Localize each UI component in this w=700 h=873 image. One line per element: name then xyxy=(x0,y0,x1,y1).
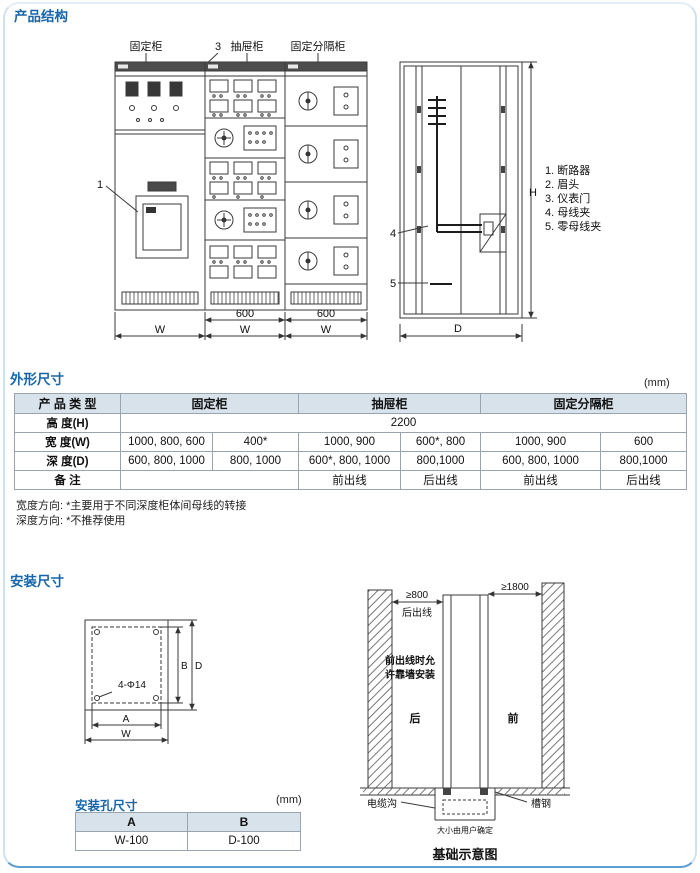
mounting-plan xyxy=(84,619,197,744)
drawer-cabinet-label: 抽屉柜 xyxy=(231,39,264,53)
dim-w-outer: W xyxy=(121,729,131,740)
table-row-height: 高 度(H) 2200 xyxy=(14,413,688,433)
busbar-assembly xyxy=(428,96,482,285)
hole-table-header-row: A B xyxy=(75,812,301,832)
note-width-direction: 宽度方向: *主要用于不同深度柜体间母线的转接 xyxy=(16,500,247,512)
cell-remark-empty xyxy=(119,470,300,490)
table-row-remark: 备 注 前出线 后出线 前出线 后出线 xyxy=(14,470,688,490)
pit-size-note: 大小由用户确定 xyxy=(437,825,493,835)
side-dimensions xyxy=(399,61,537,342)
wall-note-line1: 前出线时允 xyxy=(385,654,435,667)
row-label-remark: 备 注 xyxy=(14,470,121,490)
mounting-hole-table: A B W-100 D-100 xyxy=(75,812,301,851)
cell: 1000, 800, 600 xyxy=(120,432,213,452)
legend-item-3: 3. 仪表门 xyxy=(545,191,590,205)
foundation-diagram: ≥800 ≥1800 后出线 前出线时允 许靠墙安装 后 前 电缆沟 槽钢 大小… xyxy=(360,582,570,862)
legend-item-1: 1. 断路器 xyxy=(545,163,590,177)
cell: 600*, 800, 1000 xyxy=(298,451,402,471)
cell: 后出线 xyxy=(400,470,482,490)
cell: 400* xyxy=(211,432,300,452)
section-title-install: 安装尺寸 xyxy=(10,574,64,589)
cell: 600, 800, 1000 xyxy=(480,451,602,471)
dim-a: A xyxy=(123,714,130,725)
dim-w-fixed: W xyxy=(155,324,166,336)
section-title-structure: 产品结构 xyxy=(14,9,68,24)
row-label-width: 宽 度(W) xyxy=(14,432,121,452)
callout-5: 5 xyxy=(390,278,396,290)
dim-600-drawer: 600 xyxy=(236,308,254,320)
cell: 600 xyxy=(600,432,688,452)
side-callout-leaders xyxy=(397,225,429,284)
table-row-depth: 深 度(D) 600, 800, 1000 800, 1000 600*, 80… xyxy=(14,451,688,471)
callout-1-leader xyxy=(105,185,139,213)
cell: 后出线 xyxy=(600,470,688,490)
note-depth-direction: 深度方向: *不推荐使用 xyxy=(16,515,126,527)
channel-steel-label: 槽钢 xyxy=(531,797,551,810)
front-dimensions xyxy=(114,312,368,340)
section-title-outline: 外形尺寸 xyxy=(10,372,64,387)
hole-val-b: D-100 xyxy=(187,831,301,851)
table-notes: 宽度方向: *主要用于不同深度柜体间母线的转接 深度方向: *不推荐使用 xyxy=(16,499,246,529)
cell-height-value: 2200 xyxy=(119,413,688,433)
fixed-cabinet-front xyxy=(114,61,206,311)
cell: 前出线 xyxy=(298,470,402,490)
table-header-row: 产 品 类 型 固定柜 抽屉柜 固定分隔柜 xyxy=(14,393,688,414)
row-label-depth: 深 度(D) xyxy=(14,451,121,471)
dim-d-outer: D xyxy=(195,661,202,672)
cabinet-side-view xyxy=(399,61,523,319)
dim-w-partition: W xyxy=(321,324,332,336)
header-product-type: 产 品 类 型 xyxy=(14,393,121,414)
cell: 600*, 800 xyxy=(400,432,482,452)
cell: 800,1000 xyxy=(400,451,482,471)
callout-4: 4 xyxy=(390,228,396,240)
legend-item-5: 5. 零母线夹 xyxy=(545,219,601,233)
legend-item-2: 2. 眉头 xyxy=(545,178,579,191)
cell: 1000, 900 xyxy=(480,432,602,452)
callout-3: 3 xyxy=(215,41,221,53)
legend-item-4: 4. 母线夹 xyxy=(545,205,590,219)
mounting-hole-diagram: 4-Φ14 B D A W xyxy=(84,619,202,744)
cell: 800, 1000 xyxy=(211,451,300,471)
foundation-caption: 基础示意图 xyxy=(431,847,497,862)
callout-1: 1 xyxy=(97,179,103,191)
outline-dimension-table: 产 品 类 型 固定柜 抽屉柜 固定分隔柜 高 度(H) 2200 宽 度(W)… xyxy=(14,393,688,490)
foundation-section xyxy=(360,582,570,821)
dim-d: D xyxy=(454,323,462,335)
hole-table-title: 安装孔尺寸 xyxy=(75,799,138,813)
row-label-height: 高 度(H) xyxy=(14,413,121,433)
cell: 600, 800, 1000 xyxy=(120,451,213,471)
dim-h: H xyxy=(529,187,537,199)
hole-val-a: W-100 xyxy=(75,831,188,851)
partition-cabinet-front xyxy=(284,61,368,311)
cell: 800,1000 xyxy=(600,451,688,471)
table-row-width: 宽 度(W) 1000, 800, 600 400* 1000, 900 600… xyxy=(14,432,688,452)
cable-trench-label: 电缆沟 xyxy=(367,797,397,810)
back-label: 后 xyxy=(410,711,421,725)
cell: 1000, 900 xyxy=(298,432,402,452)
header-drawer-cabinet: 抽屉柜 xyxy=(298,393,482,414)
dim-w-drawer: W xyxy=(240,324,251,336)
dim-b: B xyxy=(181,661,188,672)
front-label: 前 xyxy=(508,711,519,725)
outline-unit-label: (mm) xyxy=(644,377,670,389)
header-partition-cabinet: 固定分隔柜 xyxy=(480,393,688,414)
drawer-cabinet-front xyxy=(204,61,286,311)
dim-min-1800: ≥1800 xyxy=(501,582,529,593)
hole-col-b: B xyxy=(187,812,301,832)
hole-table-unit: (mm) xyxy=(276,794,302,806)
back-outlet-label: 后出线 xyxy=(402,606,432,619)
structure-diagram: 固定柜 3 抽屉柜 固定分隔柜 1 4 5 W 600 600 W W H D … xyxy=(97,39,601,342)
header-fixed-cabinet: 固定柜 xyxy=(119,393,300,414)
partition-cabinet-label: 固定分隔柜 xyxy=(291,39,346,53)
dim-600-partition: 600 xyxy=(317,308,335,320)
cell: 前出线 xyxy=(480,470,602,490)
hole-col-a: A xyxy=(75,812,188,832)
fixed-cabinet-label: 固定柜 xyxy=(130,39,163,53)
hole-table-value-row: W-100 D-100 xyxy=(75,831,301,851)
hole-callout-label: 4-Φ14 xyxy=(118,680,146,691)
wall-note-line2: 许靠墙安装 xyxy=(385,668,435,681)
dim-min-800: ≥800 xyxy=(406,590,429,601)
